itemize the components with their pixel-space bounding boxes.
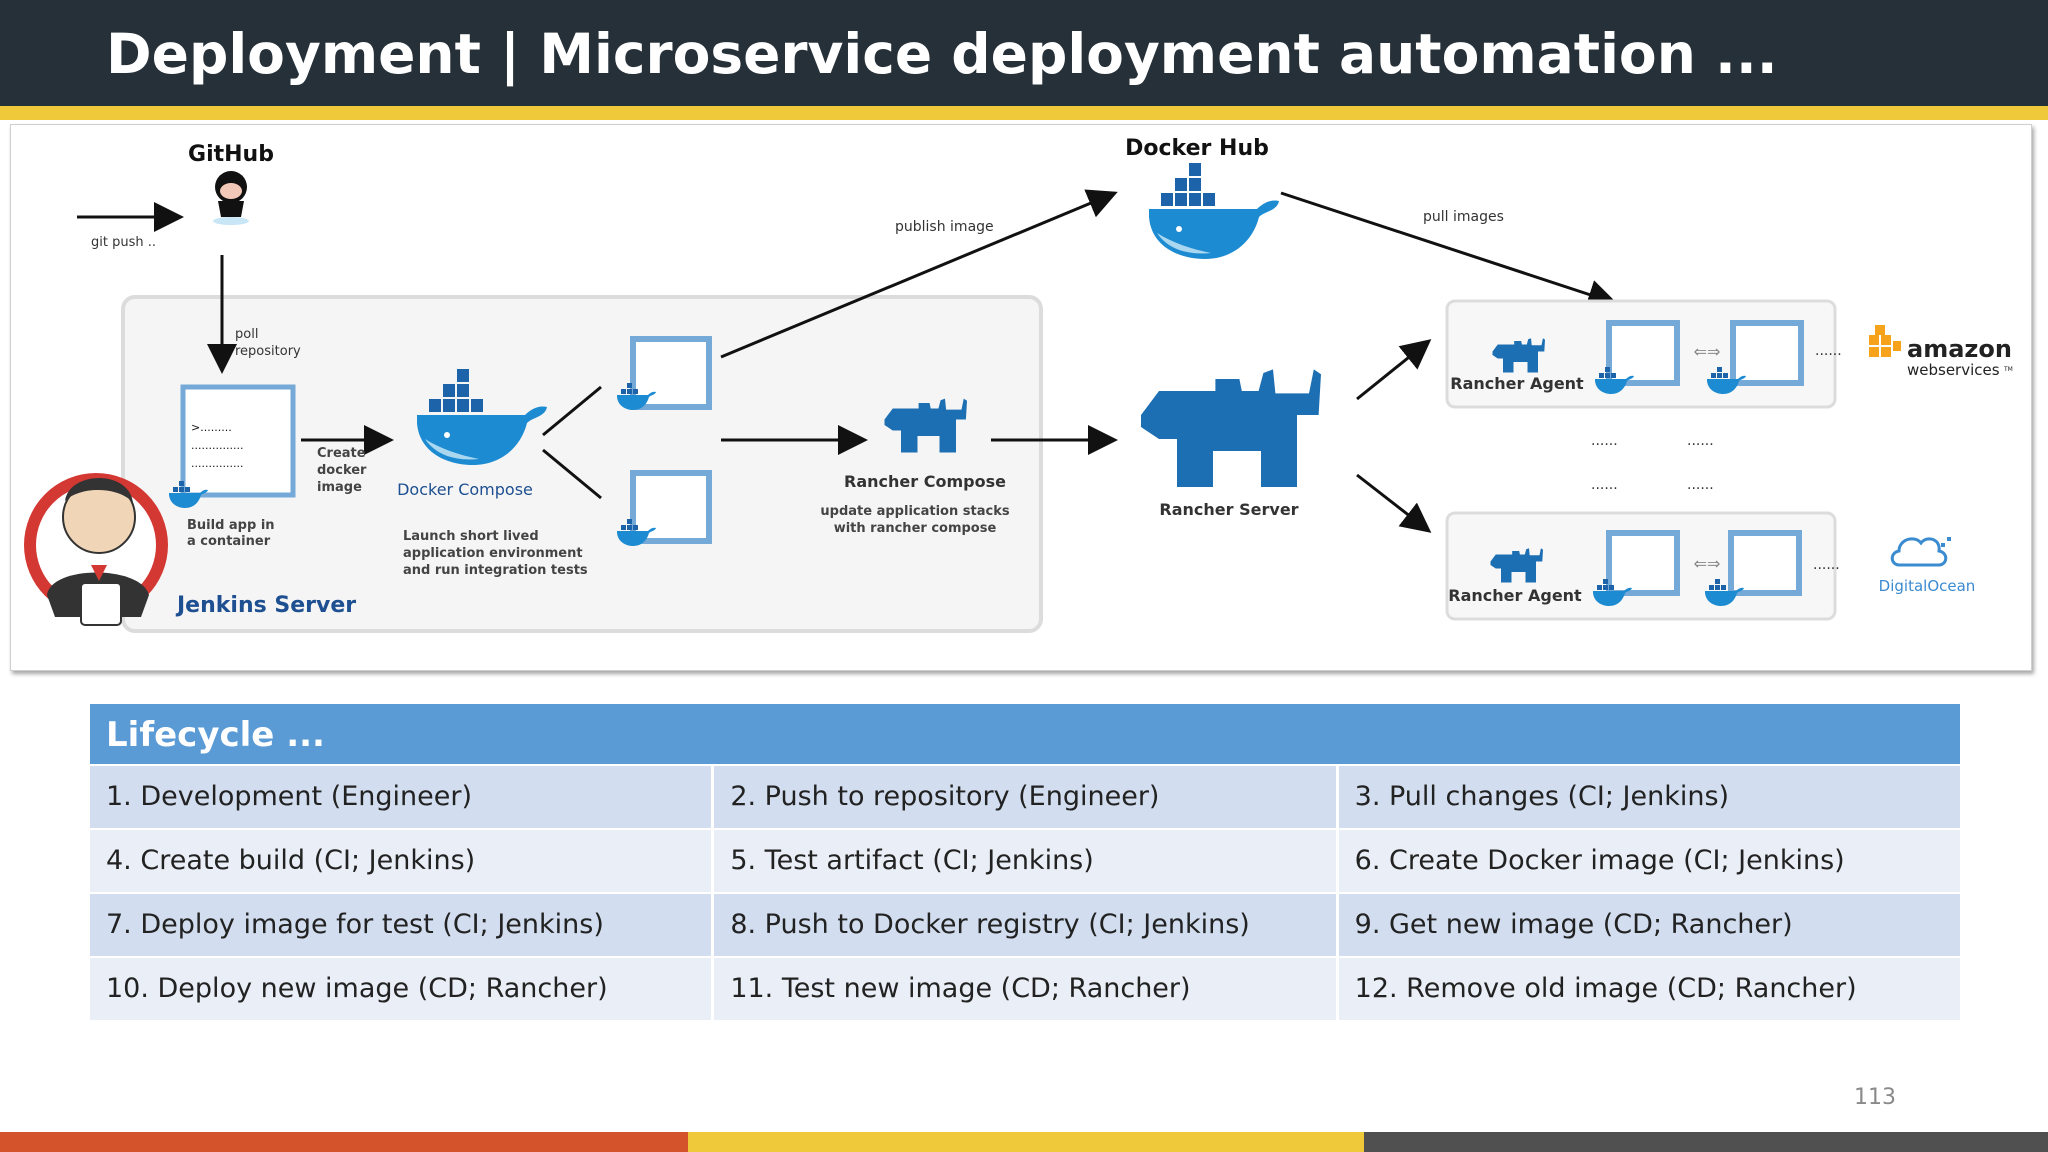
docker-compose-desc-1: Launch short lived xyxy=(403,529,539,544)
build-terminal xyxy=(180,384,296,498)
table-cell: 11. Test new image (CD; Rancher) xyxy=(714,958,1336,1020)
create-image-label-1: Create xyxy=(317,446,366,461)
terminal-line-1: >......... xyxy=(191,421,232,434)
agent-bottom-container-2 xyxy=(1728,530,1802,596)
agent-top-container-1 xyxy=(1606,320,1680,386)
create-image-label-2: docker xyxy=(317,463,367,478)
pull-images-label: pull images xyxy=(1423,209,1504,225)
footer-bar-yellow xyxy=(688,1132,1364,1152)
rancher-server-icon xyxy=(1141,369,1321,487)
table-row: 7. Deploy image for test (CI; Jenkins) 8… xyxy=(90,894,1960,956)
lifecycle-table: Lifecycle ... 1. Development (Engineer) … xyxy=(90,704,1960,1020)
rancher-compose-desc-1: update application stacks xyxy=(820,504,1009,519)
split-line-down xyxy=(542,448,602,500)
rancher-agent-bottom-label: Rancher Agent xyxy=(1448,586,1582,605)
terminal-line-3: ............... xyxy=(191,457,243,470)
rancher-server-label: Rancher Server xyxy=(1159,500,1298,519)
table-cell: 4. Create build (CI; Jenkins) xyxy=(90,830,712,892)
git-push-label: git push .. xyxy=(91,235,156,250)
poll-label-2: repository xyxy=(235,344,301,359)
split-line-up xyxy=(542,385,602,437)
rancher-compose-label: Rancher Compose xyxy=(844,472,1006,491)
lifecycle-title: Lifecycle ... xyxy=(90,704,1960,764)
deployment-diagram: GitHub git push .. poll repository >....… xyxy=(10,124,2032,671)
table-cell: 1. Development (Engineer) xyxy=(90,766,712,828)
jenkins-server-label: Jenkins Server xyxy=(175,593,356,618)
slide-header: Deployment | Microservice deployment aut… xyxy=(0,0,2048,106)
table-cell: 8. Push to Docker registry (CI; Jenkins) xyxy=(714,894,1336,956)
aws-tm: TM xyxy=(2003,366,2013,373)
table-row: 4. Create build (CI; Jenkins) 5. Test ar… xyxy=(90,830,1960,892)
pull-images-arrow xyxy=(1280,191,1618,309)
build-app-label-1: Build app in xyxy=(187,518,275,533)
poll-label-1: poll xyxy=(235,327,258,342)
aws-sub: webservices xyxy=(1907,361,2000,379)
page-number: 113 xyxy=(1854,1085,1896,1110)
agent-top-dots: ...... xyxy=(1815,343,1842,359)
header-accent-bar xyxy=(0,106,2048,120)
agent-bottom-container-1 xyxy=(1606,530,1680,596)
table-row: 10. Deploy new image (CD; Rancher) 11. T… xyxy=(90,958,1960,1020)
table-row: 1. Development (Engineer) 2. Push to rep… xyxy=(90,766,1960,828)
github-label: GitHub xyxy=(188,142,274,167)
build-app-label-2: a container xyxy=(187,534,271,549)
agent-bottom-exchange-icon: ⇐⇒ xyxy=(1694,554,1721,573)
jenkins-butler-icon xyxy=(24,473,168,626)
middle-dots-2: ...... xyxy=(1687,433,1714,449)
docker-compose-desc-3: and run integration tests xyxy=(403,563,588,578)
table-cell: 3. Pull changes (CI; Jenkins) xyxy=(1338,766,1960,828)
digitalocean-cloud-icon xyxy=(1890,537,1951,567)
jenkins-server-box xyxy=(121,295,1043,633)
octocat-icon xyxy=(213,171,249,225)
footer-bar-gray xyxy=(1364,1132,2048,1152)
publish-image-arrow xyxy=(720,189,1118,359)
digitalocean-label: DigitalOcean xyxy=(1879,577,1976,595)
to-agent-top-arrow xyxy=(1356,339,1432,401)
table-cell: 5. Test artifact (CI; Jenkins) xyxy=(714,830,1336,892)
aws-name: amazon xyxy=(1907,335,2012,363)
table-cell: 6. Create Docker image (CI; Jenkins) xyxy=(1338,830,1960,892)
test-container-2 xyxy=(630,470,712,544)
rancher-compose-desc-2: with rancher compose xyxy=(834,521,997,536)
publish-image-label: publish image xyxy=(895,219,994,235)
agent-bottom-dots: ...... xyxy=(1813,557,1840,573)
terminal-line-2: ............... xyxy=(191,439,243,452)
agent-top-container-2 xyxy=(1730,320,1804,386)
middle-dots-4: ...... xyxy=(1687,477,1714,493)
table-cell: 9. Get new image (CD; Rancher) xyxy=(1338,894,1960,956)
middle-dots-1: ...... xyxy=(1591,433,1618,449)
aws-logo-icon xyxy=(1869,325,1901,357)
docker-compose-desc-2: application environment xyxy=(403,546,583,561)
rancher-agent-top-label: Rancher Agent xyxy=(1450,374,1584,393)
table-cell: 7. Deploy image for test (CI; Jenkins) xyxy=(90,894,712,956)
table-cell: 10. Deploy new image (CD; Rancher) xyxy=(90,958,712,1020)
table-cell: 12. Remove old image (CD; Rancher) xyxy=(1338,958,1960,1020)
table-cell: 2. Push to repository (Engineer) xyxy=(714,766,1336,828)
docker-hub-icon xyxy=(1149,163,1279,259)
footer-bar-red xyxy=(0,1132,688,1152)
create-image-label-3: image xyxy=(317,480,362,495)
agent-top-exchange-icon: ⇐⇒ xyxy=(1694,342,1721,361)
slide-title: Deployment | Microservice deployment aut… xyxy=(106,22,1778,86)
docker-hub-label: Docker Hub xyxy=(1125,136,1269,161)
middle-dots-3: ...... xyxy=(1591,477,1618,493)
to-agent-bottom-arrow xyxy=(1356,473,1432,533)
docker-compose-label: Docker Compose xyxy=(397,480,533,499)
